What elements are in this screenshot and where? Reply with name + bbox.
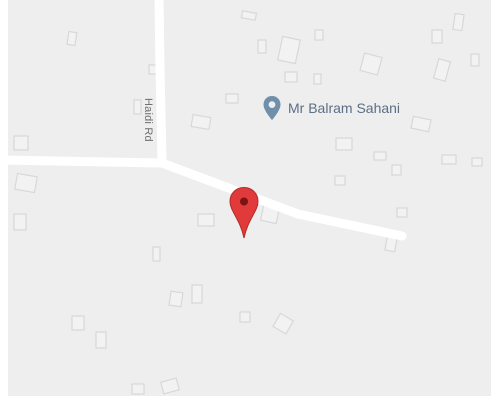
building [335, 137, 353, 151]
building [95, 331, 107, 349]
building [159, 377, 181, 395]
building [441, 154, 457, 165]
building [431, 29, 443, 44]
building [191, 284, 203, 304]
map-base-layer [8, 0, 483, 395]
building [66, 30, 78, 47]
building [239, 311, 251, 323]
place-pin-icon [263, 96, 281, 120]
building [313, 73, 322, 85]
building [133, 99, 142, 115]
building [13, 213, 27, 231]
building [359, 52, 383, 76]
building [471, 157, 483, 167]
building [168, 290, 184, 308]
building [470, 53, 480, 67]
building [13, 135, 29, 151]
building [14, 172, 38, 194]
building [71, 315, 85, 331]
building-footprints [13, 10, 483, 395]
building [257, 39, 267, 54]
building [284, 71, 298, 83]
building [276, 35, 302, 65]
building [410, 115, 432, 133]
building [334, 175, 346, 186]
red-map-pin-icon[interactable] [228, 186, 260, 240]
place-marker[interactable]: Mr Balram Sahani [262, 95, 400, 121]
road-label-haidi: Haidi Rd [142, 98, 154, 142]
building [391, 164, 402, 176]
building [432, 58, 452, 82]
building [373, 151, 387, 161]
road-network [8, 0, 407, 241]
building [314, 29, 324, 41]
road-main [8, 155, 407, 241]
building [240, 10, 258, 21]
road-haidi [154, 0, 167, 165]
building [197, 213, 215, 227]
building [225, 93, 239, 104]
place-name: Mr Balram Sahani [288, 100, 401, 116]
building [152, 246, 161, 262]
map-canvas[interactable]: Haidi Rd Mr Balram Sahani [8, 0, 491, 396]
building [190, 113, 212, 131]
building [131, 383, 145, 395]
building [272, 312, 295, 335]
building [452, 12, 465, 32]
building [396, 207, 408, 218]
